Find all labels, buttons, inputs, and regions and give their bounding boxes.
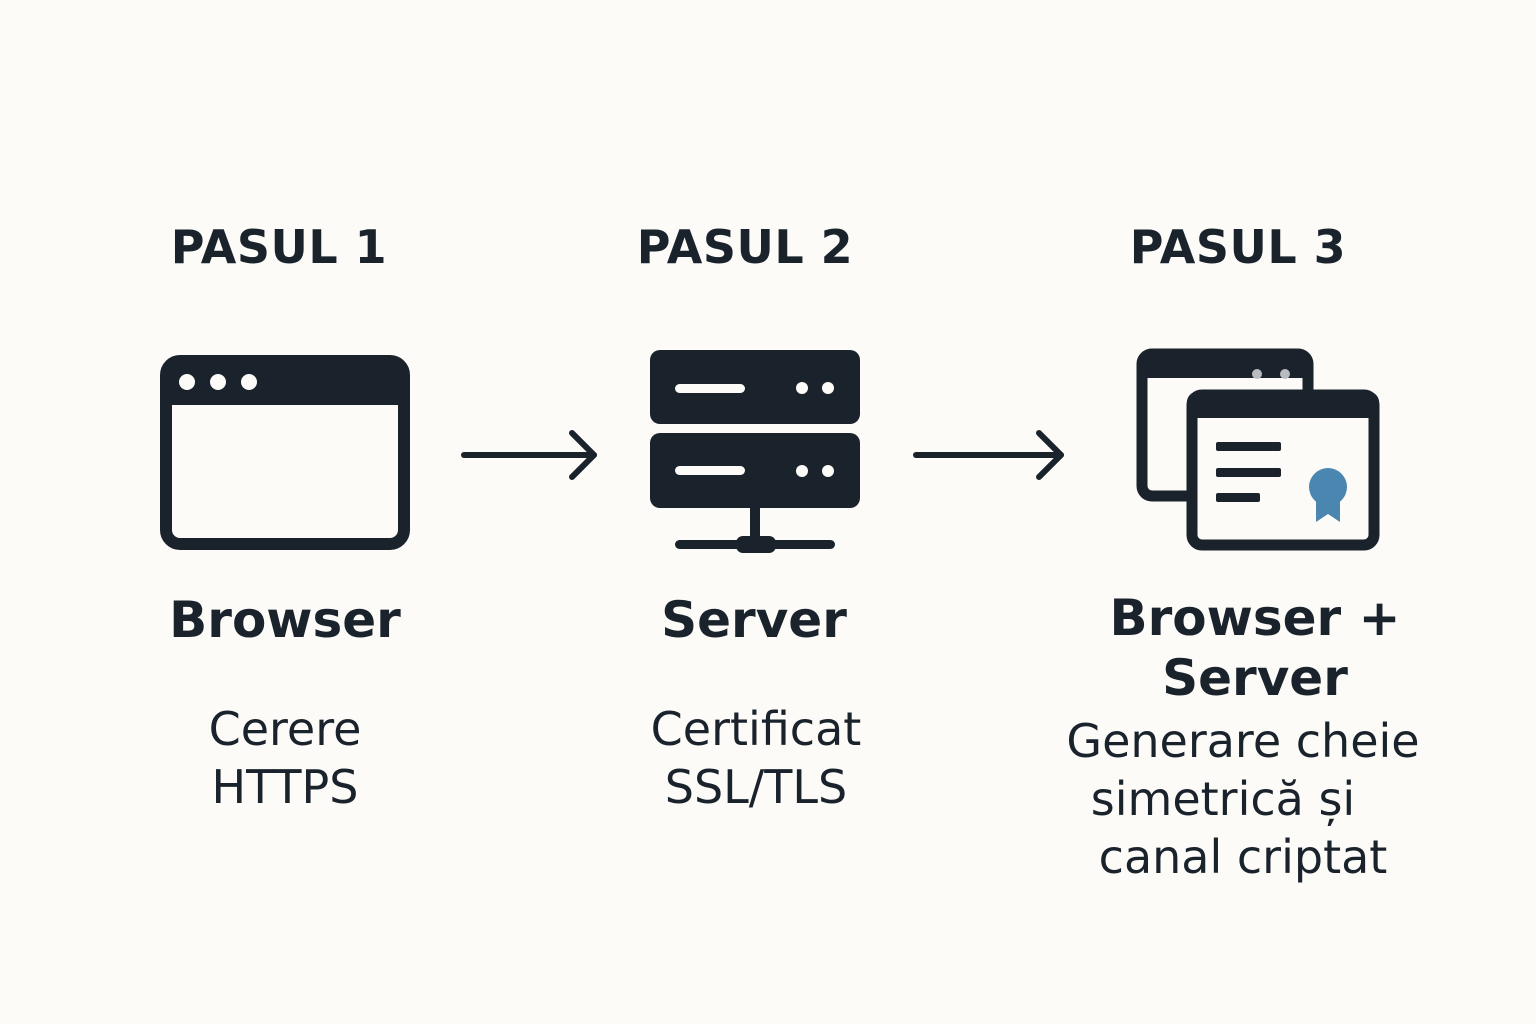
- arrow-right-icon: [913, 430, 1064, 480]
- step-2-description-line: Certificat: [650, 702, 862, 756]
- step-2-description: Certificat SSL/TLS: [526, 700, 986, 816]
- arrow-right-icon: [461, 430, 597, 480]
- step-1-description-line: HTTPS: [211, 760, 359, 814]
- step-1-description-line: Cerere: [208, 702, 362, 756]
- browser-certificate-icon: [1136, 348, 1380, 551]
- step-2-description-line: SSL/TLS: [664, 760, 848, 814]
- step-3-label: Browser + Server: [1025, 588, 1485, 708]
- step-3-label-line: Server: [1162, 649, 1348, 707]
- browser-window-icon: [160, 355, 410, 550]
- step-3-label-line: Browser +: [1109, 589, 1401, 647]
- step-1-description: Cerere HTTPS: [55, 700, 515, 816]
- step-3-description-line: canal criptat: [1098, 830, 1388, 884]
- step-2-label: Server: [661, 591, 847, 649]
- server-icon: [650, 350, 860, 553]
- step-2-title: PASUL 2: [636, 220, 854, 274]
- step-3-description-line: Generare cheie: [1066, 714, 1420, 768]
- step-1-title: PASUL 1: [170, 220, 388, 274]
- step-3-description-line: simetrică și: [1090, 772, 1356, 826]
- step-1-label: Browser: [169, 591, 401, 649]
- step-3-description: Generare cheie simetrică și canal cripta…: [1013, 712, 1473, 886]
- step-3-title: PASUL 3: [1129, 220, 1347, 274]
